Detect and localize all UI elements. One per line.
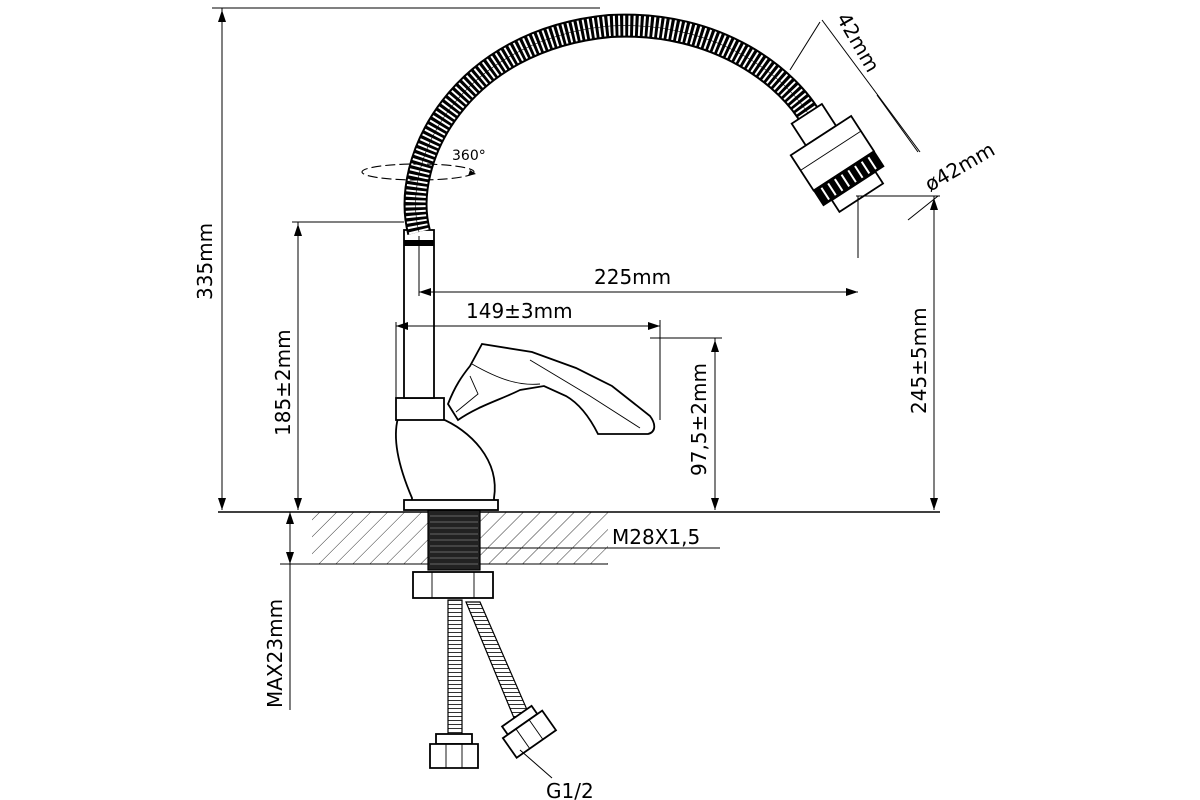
reach-label: 225mm: [594, 265, 671, 289]
threaded-shank: [412, 509, 494, 599]
head-diameter-label: ø42mm: [921, 137, 999, 196]
handle-length-label: 149±3mm: [466, 299, 573, 323]
hose-nut-right: [500, 704, 558, 760]
countertop-section: [218, 511, 940, 565]
rotation-label: 360°: [452, 148, 486, 164]
max-counter-label: MAX23mm: [263, 599, 287, 708]
dimension-lines: [212, 7, 940, 779]
thread-label: M28X1,5: [612, 525, 700, 549]
rotation-indicator: 360°: [361, 148, 486, 181]
hose-nut-left: [429, 733, 479, 769]
flexible-spout: [403, 13, 823, 236]
handle-height-label: 97,5±2mm: [687, 363, 711, 476]
hose-thread-label: G1/2: [546, 779, 594, 800]
spray-head: [789, 102, 885, 214]
overall-height-label: 335mm: [193, 223, 217, 300]
faucet-body: [395, 229, 656, 511]
head-height-label: 245±5mm: [907, 307, 931, 414]
head-size-label: 42mm: [832, 9, 885, 77]
dimension-arrows: [218, 10, 938, 564]
supply-hoses: [429, 599, 558, 769]
spout-height-label: 185±2mm: [271, 329, 295, 436]
